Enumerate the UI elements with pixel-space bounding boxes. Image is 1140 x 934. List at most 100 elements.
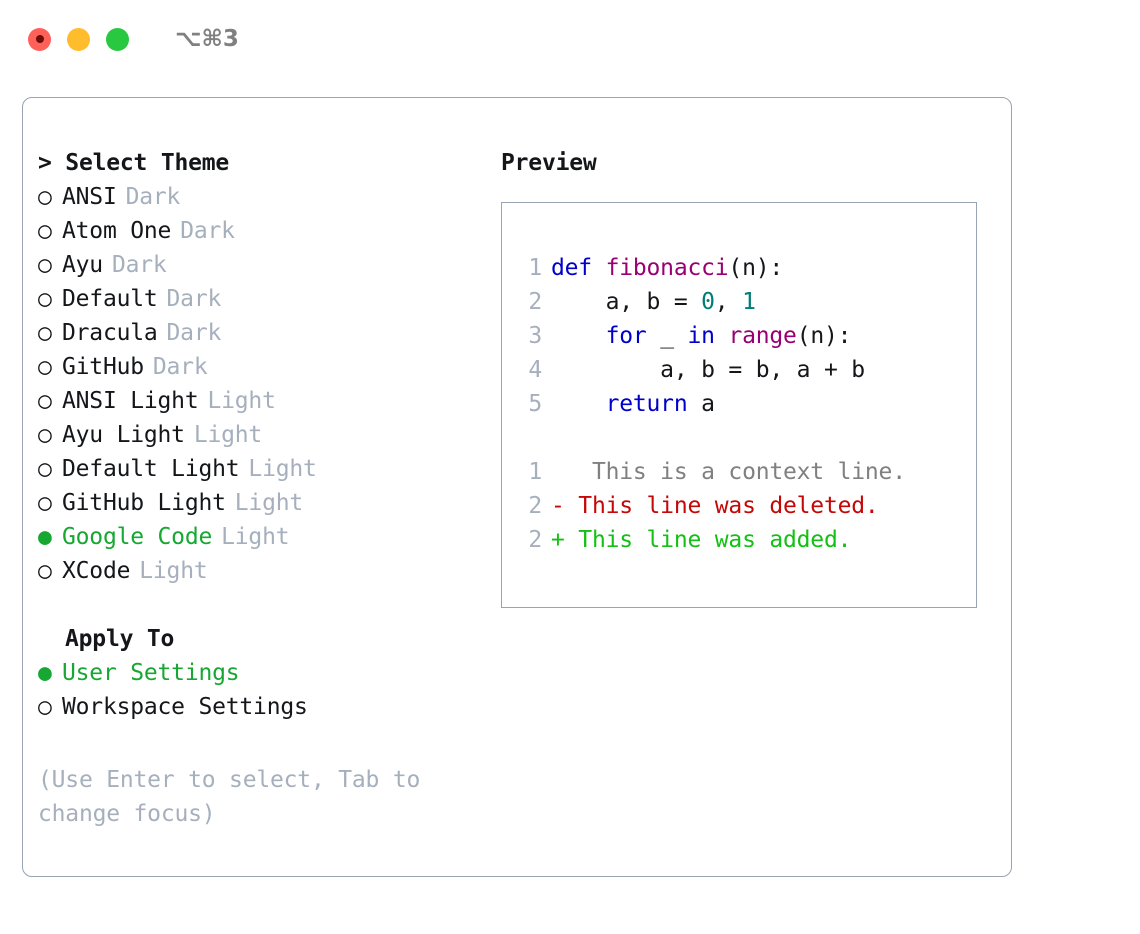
theme-option-label: Atom One bbox=[62, 218, 172, 244]
keyboard-shortcut-label: ⌥⌘3 bbox=[175, 26, 239, 52]
window-controls bbox=[28, 27, 129, 51]
code-line: 1 def fibonacci(n): bbox=[516, 251, 976, 285]
radio-unselected-icon: ○ bbox=[38, 456, 52, 482]
code-token: a, b = bbox=[551, 289, 702, 315]
radio-unselected-icon: ○ bbox=[38, 694, 52, 720]
diff-line-text: This is a context line. bbox=[551, 459, 906, 485]
code-line: 2 a, b = 0, 1 bbox=[516, 285, 976, 319]
theme-option-label: GitHub bbox=[62, 354, 144, 380]
diff-text: This line was added. bbox=[564, 527, 852, 553]
theme-variant-badge: Light bbox=[207, 388, 276, 414]
close-window-button[interactable] bbox=[28, 27, 51, 51]
diff-line-text: - This line was deleted. bbox=[551, 493, 879, 519]
theme-option-label: Default Light bbox=[62, 456, 240, 482]
recording-indicator-icon bbox=[35, 35, 44, 43]
theme-variant-badge: Light bbox=[139, 558, 208, 584]
theme-variant-badge: Light bbox=[221, 524, 290, 550]
keyboard-hint-text: (Use Enter to select, Tab to change focu… bbox=[38, 767, 421, 827]
code-token: range bbox=[728, 323, 797, 349]
code-token: fibonacci bbox=[605, 255, 729, 281]
radio-unselected-icon: ○ bbox=[38, 286, 52, 312]
preview-heading: Preview bbox=[501, 150, 597, 176]
diff-text: This line was deleted. bbox=[564, 493, 879, 519]
code-token bbox=[715, 323, 729, 349]
theme-option-label: ANSI Light bbox=[62, 388, 199, 414]
line-number: 1 bbox=[528, 255, 542, 281]
diff-text: This is a context line. bbox=[564, 459, 906, 485]
diff-sample: 1 This is a context line.2- This line wa… bbox=[516, 455, 976, 557]
code-line-text: def fibonacci(n): bbox=[551, 255, 783, 281]
theme-option-label: Default bbox=[62, 286, 158, 312]
diff-marker: - bbox=[551, 493, 565, 519]
diff-line-context: 1 This is a context line. bbox=[516, 455, 976, 489]
theme-option-default-light[interactable]: ○ Default Light Light bbox=[38, 452, 488, 486]
line-number: 2 bbox=[528, 527, 542, 553]
maximize-window-button[interactable] bbox=[106, 27, 129, 51]
diff-marker: + bbox=[551, 527, 565, 553]
radio-selected-icon: ● bbox=[38, 660, 52, 686]
diff-line-text: + This line was added. bbox=[551, 527, 851, 553]
theme-option-ayu[interactable]: ○ Ayu Dark bbox=[38, 248, 488, 282]
radio-unselected-icon: ○ bbox=[38, 490, 52, 516]
diff-line-deleted: 2- This line was deleted. bbox=[516, 489, 976, 523]
code-line-text: return a bbox=[551, 391, 715, 417]
apply-to-option-label: User Settings bbox=[62, 660, 240, 686]
diff-marker bbox=[551, 459, 565, 485]
theme-option-label: GitHub Light bbox=[62, 490, 226, 516]
radio-unselected-icon: ○ bbox=[38, 388, 52, 414]
code-token: 1 bbox=[742, 289, 756, 315]
radio-unselected-icon: ○ bbox=[38, 252, 52, 278]
line-number: 3 bbox=[528, 323, 542, 349]
code-line: 3 for _ in range(n): bbox=[516, 319, 976, 353]
code-line-text: for _ in range(n): bbox=[551, 323, 852, 349]
apply-to-option-user-settings[interactable]: ● User Settings bbox=[38, 656, 488, 690]
minimize-window-button[interactable] bbox=[67, 27, 90, 51]
theme-variant-badge: Light bbox=[248, 456, 317, 482]
code-token: def bbox=[551, 255, 606, 281]
apply-to-option-workspace-settings[interactable]: ○ Workspace Settings bbox=[38, 690, 488, 724]
code-token bbox=[551, 391, 606, 417]
line-number: 4 bbox=[528, 357, 542, 383]
theme-option-label: Dracula bbox=[62, 320, 158, 346]
theme-option-label: XCode bbox=[62, 558, 131, 584]
theme-option-label: Ayu bbox=[62, 252, 103, 278]
code-line: 5 return a bbox=[516, 387, 976, 421]
title-bar: ⌥⌘3 bbox=[0, 0, 1140, 78]
code-token: a bbox=[687, 391, 715, 417]
apply-to-option-label: Workspace Settings bbox=[62, 694, 308, 720]
theme-option-label: ANSI bbox=[62, 184, 117, 210]
theme-option-dracula[interactable]: ○ Dracula Dark bbox=[38, 316, 488, 350]
line-number: 1 bbox=[528, 459, 542, 485]
code-line-text: a, b = b, a + b bbox=[551, 357, 865, 383]
apply-to-option-list[interactable]: ● User Settings ○ Workspace Settings bbox=[38, 656, 488, 724]
code-diff-spacer bbox=[516, 421, 976, 455]
theme-variant-badge: Dark bbox=[111, 252, 167, 278]
radio-unselected-icon: ○ bbox=[38, 320, 52, 346]
radio-unselected-icon: ○ bbox=[38, 354, 52, 380]
apply-to-heading: Apply To bbox=[65, 626, 175, 652]
theme-variant-badge: Dark bbox=[166, 320, 222, 346]
select-theme-heading: > Select Theme bbox=[38, 150, 230, 176]
line-number: 2 bbox=[528, 493, 542, 519]
radio-unselected-icon: ○ bbox=[38, 218, 52, 244]
code-token: , bbox=[714, 289, 743, 315]
theme-variant-badge: Dark bbox=[125, 184, 181, 210]
code-token: (n): bbox=[728, 255, 784, 281]
theme-option-ansi-light[interactable]: ○ ANSI Light Light bbox=[38, 384, 488, 418]
code-token: 0 bbox=[701, 289, 715, 315]
